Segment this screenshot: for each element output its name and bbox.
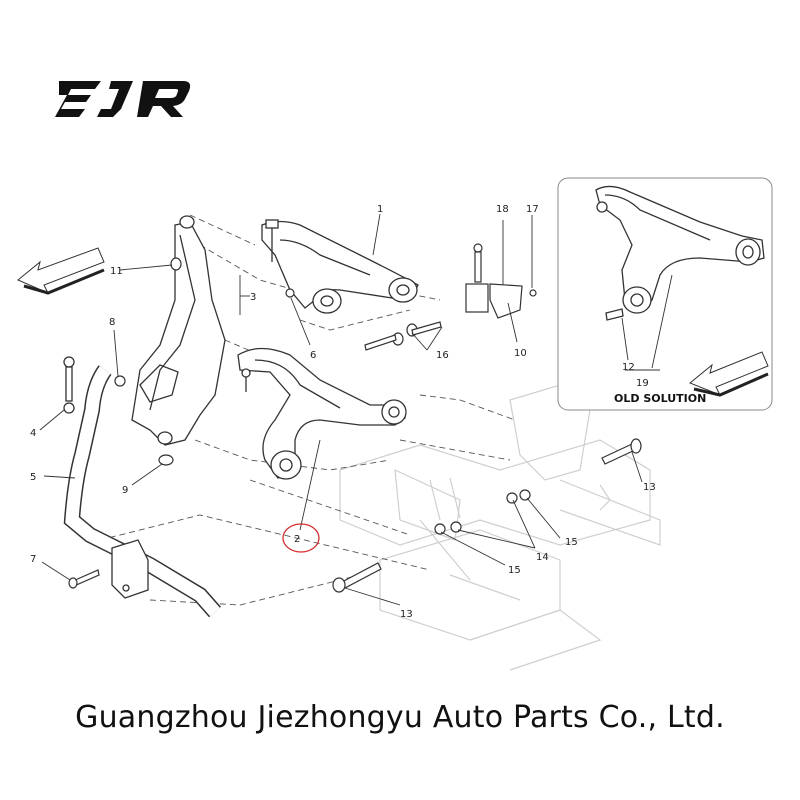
small-hardware: [114, 257, 537, 535]
inset-direction-arrow: [689, 351, 769, 397]
callout-9: 9: [122, 485, 128, 496]
callout-19: 19: [636, 378, 649, 389]
callout-15b: 15: [508, 565, 521, 576]
construction-lines: [99, 214, 516, 606]
stabilizer-link-and-bar: [63, 356, 221, 618]
callout-13b: 13: [400, 609, 413, 620]
steering-knuckle: [131, 215, 226, 446]
company-name: Guangzhou Jiezhongyu Auto Parts Co., Ltd…: [75, 700, 725, 735]
callout-17: 17: [526, 204, 539, 215]
callout-16: 16: [436, 350, 449, 361]
leader-lines: [39, 213, 643, 606]
callout-4: 4: [30, 428, 36, 439]
subframe-drawing: [339, 384, 661, 671]
callout-14: 14: [536, 552, 549, 563]
callout-13a: 13: [643, 482, 656, 493]
callout-12: 12: [622, 362, 635, 373]
callout-11: 11: [110, 266, 123, 277]
front-direction-arrow: [17, 247, 105, 295]
lower-control-arm: [237, 347, 407, 480]
upper-control-arm: [261, 219, 419, 314]
bolts: [68, 321, 642, 593]
callout-3: 3: [250, 292, 256, 303]
callout-18: 18: [496, 204, 509, 215]
callout-15a: 15: [565, 537, 578, 548]
old-solution-label: OLD SOLUTION: [614, 392, 706, 405]
height-sensor: [465, 243, 523, 319]
callout-2: 2: [294, 534, 300, 545]
callout-numbers: 1 2 3 4 5 6 7 8 9 10 11 12 13 13 14 15 1…: [30, 204, 656, 620]
highlight-circle: [282, 523, 320, 553]
old-solution-inset: [557, 177, 773, 411]
brand-logo: [55, 81, 191, 117]
callout-7: 7: [30, 554, 36, 565]
callout-8: 8: [109, 317, 115, 328]
callout-1: 1: [377, 204, 383, 215]
callout-6: 6: [310, 350, 316, 361]
callout-5: 5: [30, 472, 36, 483]
callout-10: 10: [514, 348, 527, 359]
